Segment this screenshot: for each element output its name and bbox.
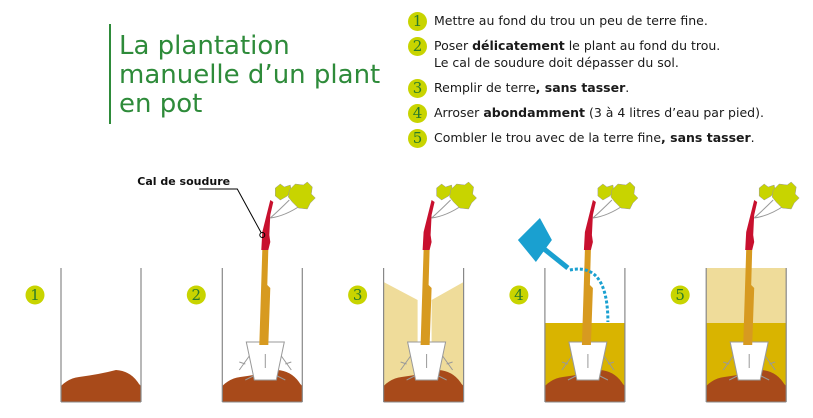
rootstock-stem — [581, 250, 593, 345]
step-number-badge: 1 — [408, 12, 427, 31]
step-item: 5 Combler le trou avec de la terre fine, … — [408, 129, 764, 148]
panel-5: 5 — [670, 181, 800, 403]
step-number-badge: 2 — [408, 37, 427, 56]
roots — [238, 355, 292, 381]
step-text: le plant au fond du trou. — [564, 38, 721, 53]
step-text: Arroser — [434, 105, 484, 120]
step-text: Remplir de terre — [434, 80, 536, 95]
step-badge-circle — [509, 285, 529, 305]
leaf — [288, 181, 316, 210]
leaf — [610, 181, 639, 210]
panel-number-label: 4 — [514, 286, 524, 304]
step-text: , sans tasser — [535, 80, 626, 95]
panel-2: 2 Cal de soudure — [137, 175, 316, 403]
rootstock-stem — [743, 250, 755, 345]
callout-line — [199, 188, 262, 234]
panel-1: 1 — [25, 268, 142, 403]
rootstock-stem — [420, 250, 432, 345]
step-text: Le cal de soudure doit dépasser du sol. — [434, 55, 679, 70]
steps-list: 1 Mettre au fond du trou un peu de terre … — [408, 12, 764, 154]
graft-scion — [422, 200, 435, 250]
step-badge-circle — [348, 285, 368, 305]
step-item: 3 Remplir de terre, sans tasser. — [408, 79, 764, 98]
page-title: La plantation manuelle d’un plant en pot — [119, 32, 380, 119]
panel-4: 4 — [509, 181, 639, 403]
step-text: . — [625, 80, 630, 95]
roots — [722, 355, 776, 381]
step-number-badge: 4 — [408, 104, 427, 123]
step-text: , sans tasser — [661, 130, 751, 145]
step-badge-circle — [186, 285, 206, 305]
step-text: (3 à 4 litres d’eau par pied). — [584, 105, 764, 120]
step-item: 2 Poser délicatement le plant au fond du … — [408, 37, 764, 71]
graft-scion — [261, 200, 274, 250]
rootstock-stem — [259, 250, 271, 345]
step-item: 1 Mettre au fond du trou un peu de terre … — [408, 12, 764, 31]
leaf — [771, 181, 800, 210]
step-text: délicatement — [472, 38, 565, 53]
step-number-badge: 5 — [408, 129, 427, 148]
panel-number-label: 1 — [30, 286, 40, 304]
callout-label: Cal de soudure — [137, 175, 230, 188]
roots — [561, 355, 615, 381]
title-accent-line — [109, 24, 111, 124]
panel-number-label: 2 — [192, 286, 202, 304]
callout-marker — [259, 232, 266, 238]
title-line: en pot — [119, 89, 203, 119]
roots — [400, 355, 454, 381]
step-text: Mettre au fond du trou un peu de terre f… — [434, 13, 708, 28]
watering-can-icon — [517, 218, 552, 262]
step-badge-circle — [670, 285, 690, 305]
panel-number-label: 5 — [675, 286, 685, 304]
step-text: . — [750, 130, 755, 145]
panel-number-label: 3 — [353, 286, 363, 304]
title-line: manuelle d’un plant — [119, 60, 381, 90]
step-number-badge: 3 — [408, 79, 427, 98]
water-stream — [569, 267, 610, 323]
soil-mound — [61, 370, 141, 402]
graft-scion — [583, 200, 596, 250]
graft-scion — [745, 200, 758, 250]
panel-3: 3 — [348, 181, 477, 403]
step-badge-circle — [25, 285, 45, 305]
step-item: 4 Arroser abondamment (3 à 4 litres d’eau… — [408, 104, 764, 123]
leaf — [449, 181, 477, 210]
watering-can-spout — [541, 246, 570, 270]
step-text: Poser — [434, 38, 473, 53]
step-text: abondamment — [483, 105, 585, 120]
step-text: Combler le trou avec de la terre fine — [434, 130, 662, 145]
title-line: La plantation — [119, 31, 290, 61]
